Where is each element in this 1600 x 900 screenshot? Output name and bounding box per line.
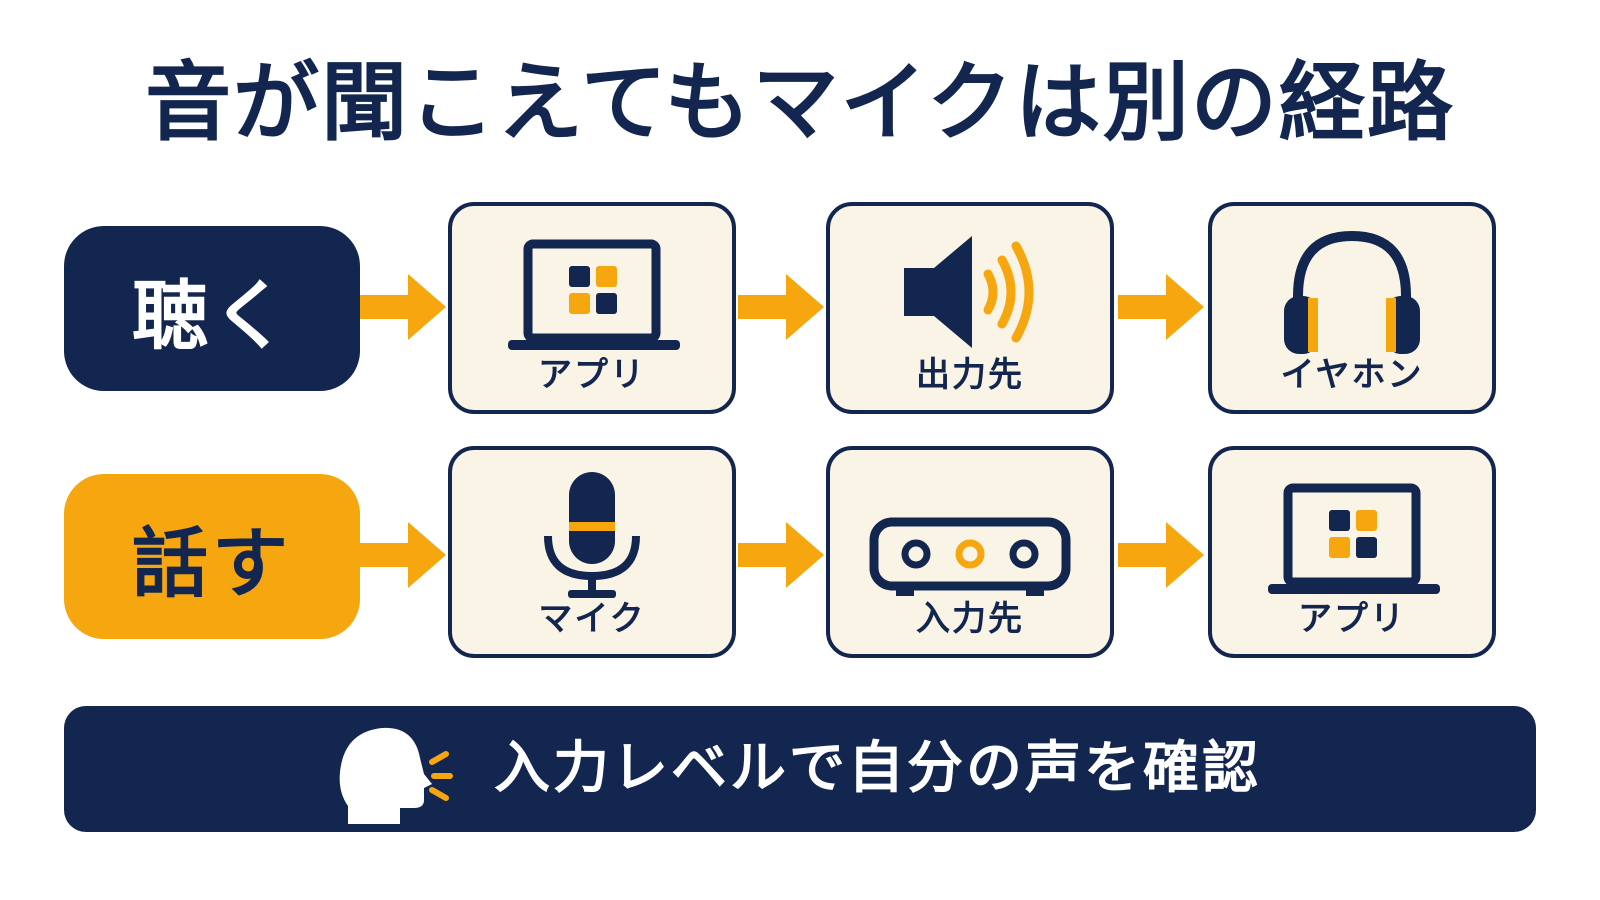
arrow-icon [738,522,824,588]
row-label-listen: 聴く [64,226,360,391]
step-caption: アプリ [1298,599,1406,639]
step-box-earphones: イヤホン [1208,202,1496,414]
speaking-head-icon [339,727,453,824]
page-title: 音が聞こえてもマイクは別の経路 [145,53,1455,153]
headphones-icon [1284,230,1420,354]
step-box-input: 入力先 [826,446,1114,658]
arrow-icon [360,522,446,588]
arrow-icon [360,274,446,340]
banner-text: 入力レベルで自分の声を確認 [494,736,1261,801]
audio-interface-icon [869,517,1071,596]
step-caption: アプリ [538,355,646,395]
tip-banner: 入力レベルで自分の声を確認 [64,706,1536,832]
step-caption: 出力先 [916,355,1024,395]
step-box-microphone: マイク [448,446,736,658]
step-box-listen-app: アプリ [448,202,736,414]
row-label-speak: 話す [64,474,360,639]
microphone-icon [544,472,640,598]
laptop-app-icon [1268,483,1440,594]
laptop-app-icon [508,239,680,350]
arrow-icon [1118,522,1204,588]
arrow-icon [1118,274,1204,340]
step-box-speak-app: アプリ [1208,446,1496,658]
step-caption: マイク [538,599,646,639]
step-caption: 入力先 [916,599,1024,639]
arrow-icon [738,274,824,340]
speaker-icon [904,236,1034,348]
step-box-output: 出力先 [826,202,1114,414]
step-caption: イヤホン [1280,355,1424,395]
